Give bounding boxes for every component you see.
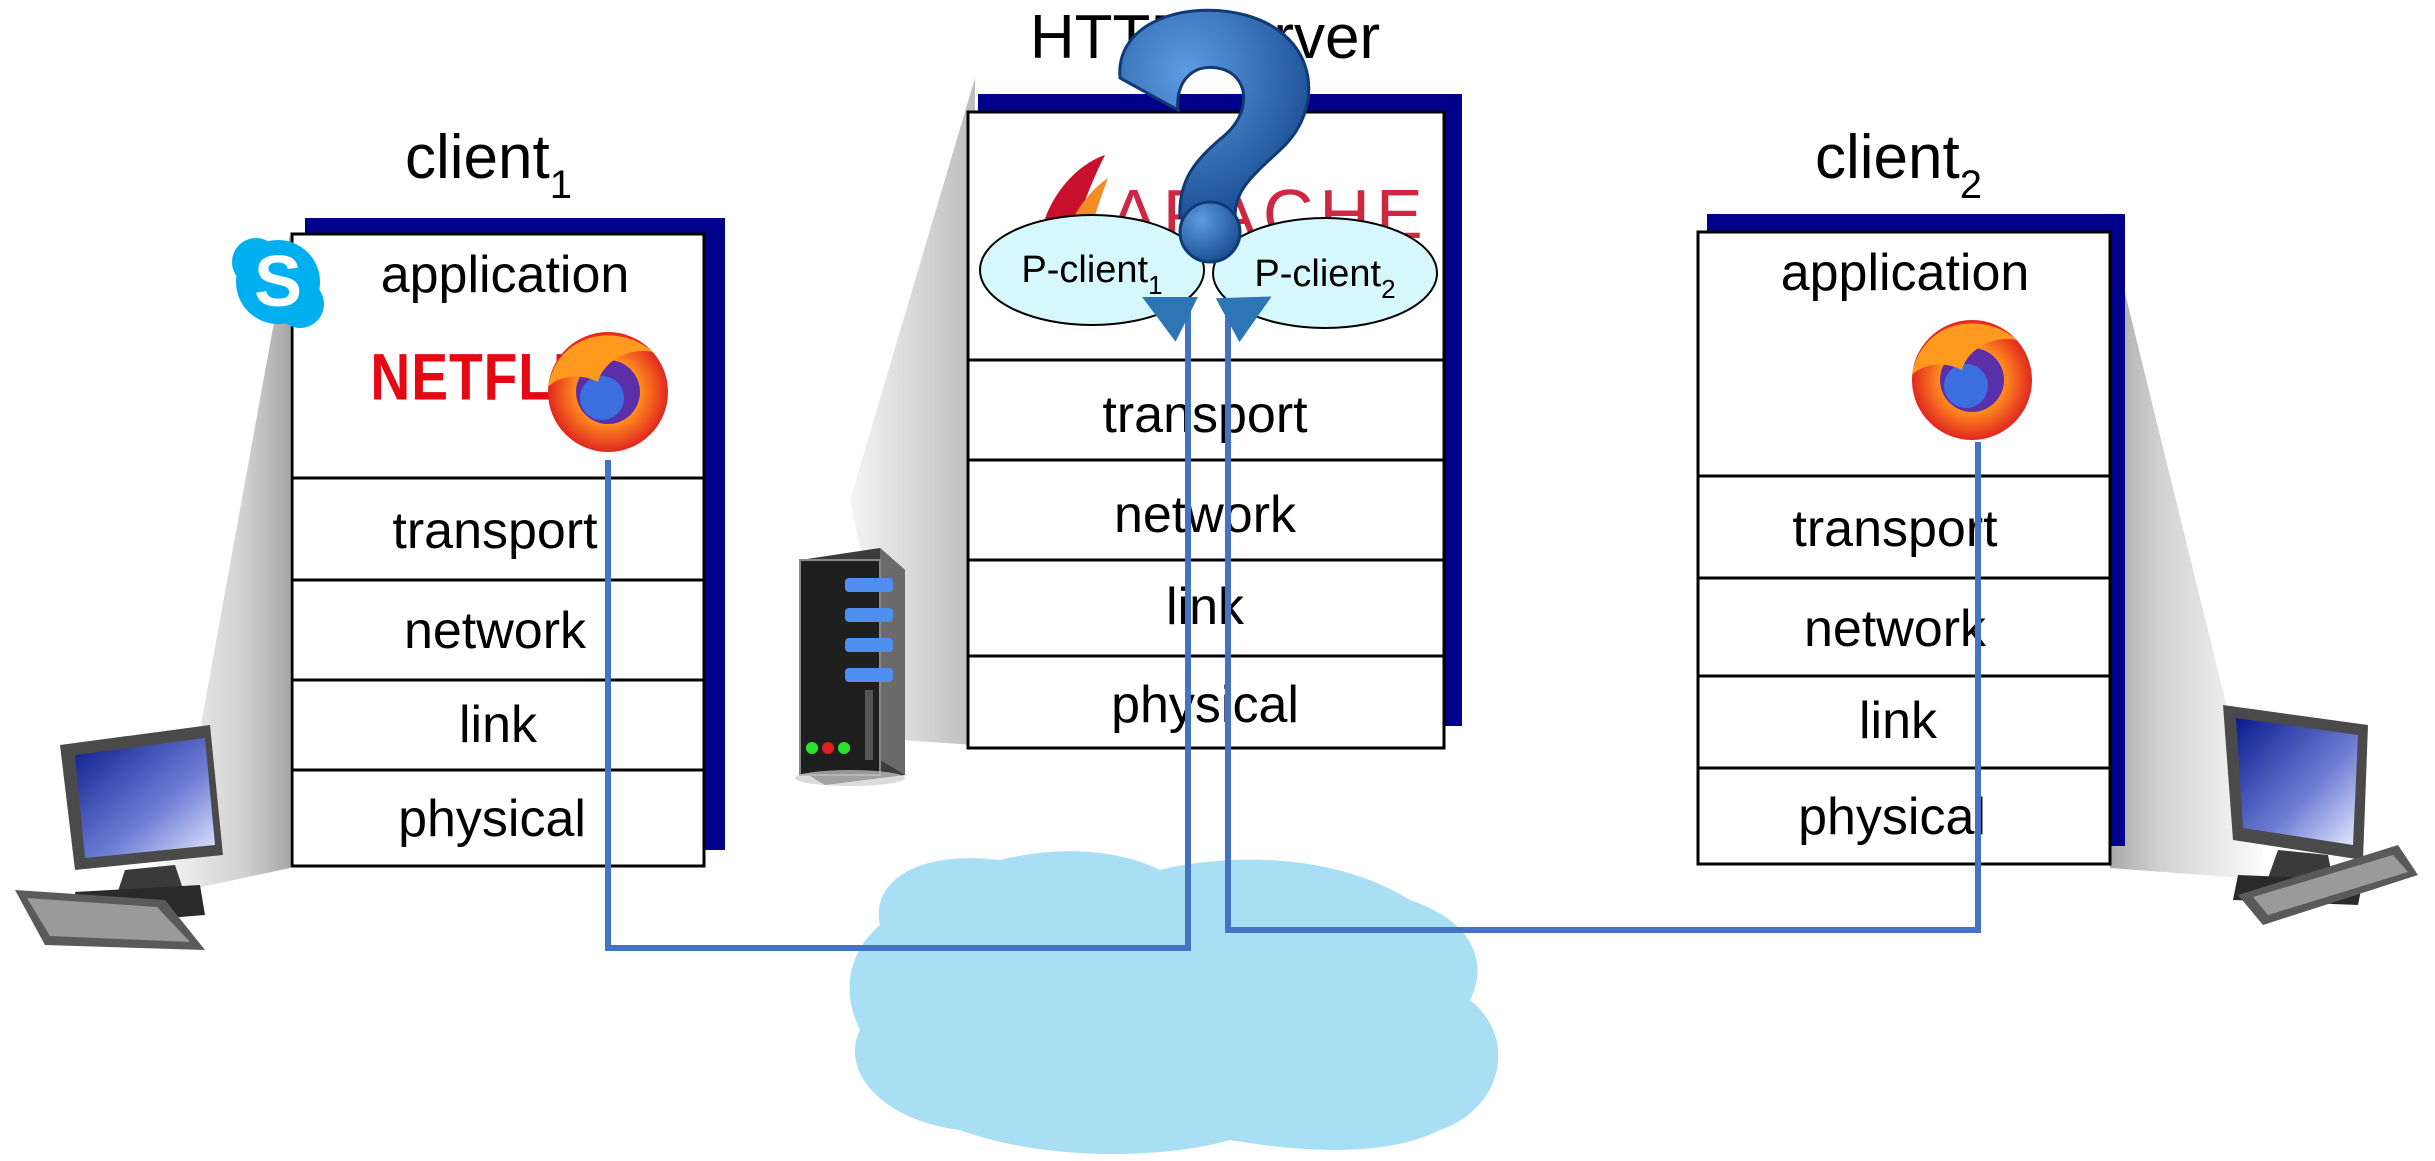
- server-layer-physical: physical: [1111, 676, 1299, 734]
- p-client-1-sub: 1: [1148, 270, 1162, 300]
- firefox-icon: [548, 332, 668, 452]
- p-client-2-sub: 2: [1381, 274, 1395, 304]
- client1-layer-transport: transport: [392, 502, 598, 560]
- client1-title: client1: [405, 123, 572, 207]
- svg-text:P-client1: P-client1: [1021, 249, 1162, 300]
- server-icon: [795, 548, 905, 786]
- client2-layer-network: network: [1804, 600, 1987, 658]
- client2-title: client2: [1815, 123, 1982, 207]
- svg-text:P-client2: P-client2: [1254, 253, 1395, 304]
- client2-connection-arrow: [1215, 296, 1272, 343]
- server-layer-network: network: [1114, 486, 1297, 544]
- server-layer-transport: transport: [1102, 386, 1308, 444]
- client1-subscript: 1: [550, 163, 572, 207]
- question-mark-icon: [1118, 8, 1311, 264]
- network-cloud: [849, 851, 1499, 1154]
- client2-layer-physical: physical: [1798, 788, 1986, 846]
- p-client-1-label: P-client: [1021, 249, 1148, 291]
- client2-layer-transport: transport: [1792, 500, 1998, 558]
- p-client-2-label: P-client: [1254, 253, 1381, 295]
- client1-stack: application transport network link physi…: [290, 218, 725, 868]
- client1-layer-physical: physical: [398, 790, 586, 848]
- client1-layer-network: network: [404, 602, 587, 660]
- client2-subscript: 2: [1960, 163, 1982, 207]
- firefox-icon: [1912, 320, 2032, 440]
- client1-name: client: [405, 123, 550, 192]
- client2-stack: application transport network link physi…: [1696, 214, 2125, 866]
- desktop-computer-icon: [2223, 705, 2418, 925]
- client2-connection-line: [1225, 308, 1981, 933]
- client1-connection-line: [605, 308, 1191, 951]
- client1-layer-link: link: [459, 696, 538, 754]
- skype-icon: S: [232, 238, 324, 328]
- client2-beam: [2110, 232, 2270, 880]
- client1-layer-application: application: [381, 246, 630, 304]
- client2-name: client: [1815, 123, 1960, 192]
- server-layer-link: link: [1166, 578, 1245, 636]
- svg-text:S: S: [254, 242, 302, 322]
- client1-connection-arrow: [1142, 297, 1199, 342]
- client2-stack-box: [1696, 230, 2112, 866]
- client2-layer-link: link: [1859, 692, 1938, 750]
- desktop-computer-icon: [15, 725, 223, 950]
- client2-layer-application: application: [1781, 244, 2030, 302]
- client1-beam: [140, 234, 290, 900]
